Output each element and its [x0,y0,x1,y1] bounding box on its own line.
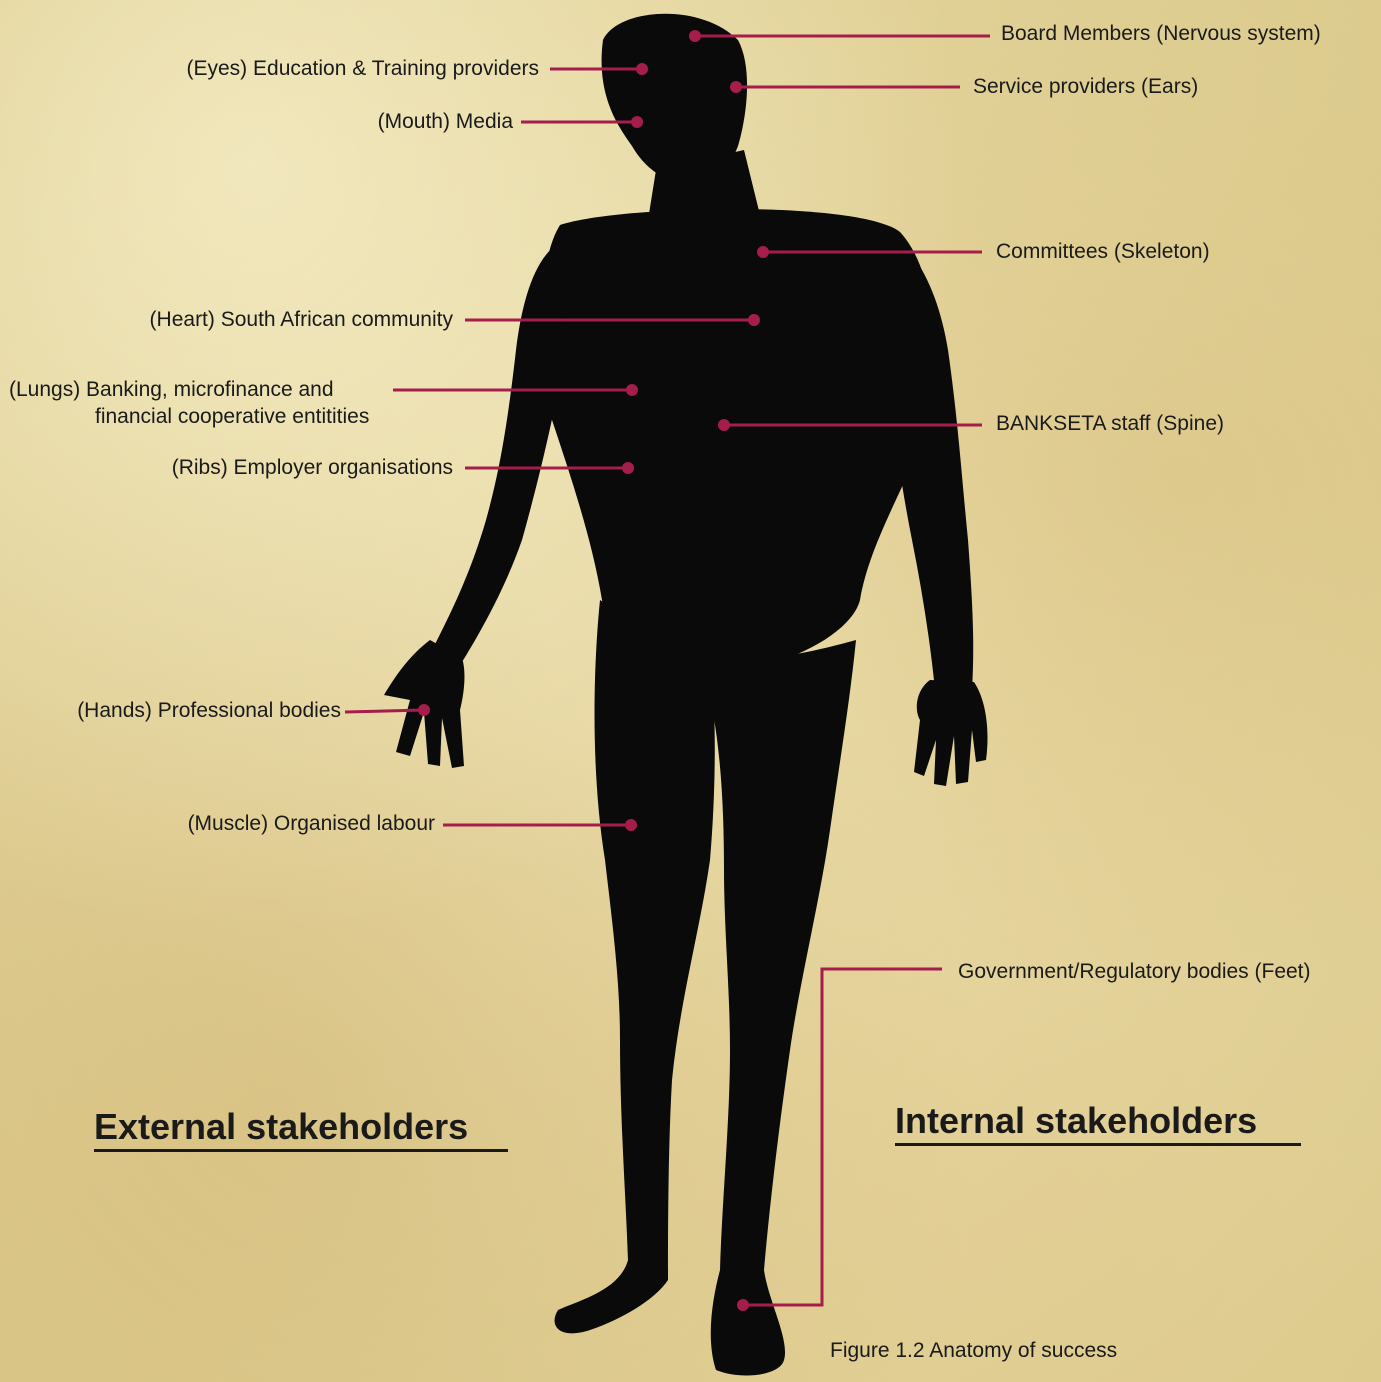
label-eyes: (Eyes) Education & Training providers [187,55,540,82]
label-muscle: (Muscle) Organised labour [188,810,435,837]
underline-external [94,1149,508,1152]
dot-eyes [636,63,648,75]
heading-external-stakeholders: External stakeholders [94,1107,468,1147]
dot-heart [748,314,760,326]
label-ribs: (Ribs) Employer organisations [172,454,453,481]
underline-internal [895,1143,1301,1146]
left-hand-shape [384,640,464,768]
dot-hands [418,704,430,716]
label-heart: (Heart) South African community [150,306,453,333]
label-spine: BANKSETA staff (Spine) [996,410,1224,437]
dot-spine [718,419,730,431]
leader-hands [345,710,424,712]
dot-board-members [689,30,701,42]
dot-mouth [631,116,643,128]
dot-lungs [626,384,638,396]
right-hand-shape [914,680,988,786]
label-lungs-line1: (Lungs) Banking, microfinance and [9,376,334,403]
figure-caption: Figure 1.2 Anatomy of success [830,1339,1117,1363]
left-arm-shape [432,240,566,662]
label-committees: Committees (Skeleton) [996,238,1210,265]
dot-feet [737,1299,749,1311]
left-leg-shape [555,600,715,1333]
label-feet: Government/Regulatory bodies (Feet) [958,958,1311,985]
dot-muscle [625,819,637,831]
dot-committees [757,246,769,258]
right-leg-shape [700,640,856,1375]
dot-ears [730,81,742,93]
label-ears: Service providers (Ears) [973,73,1198,100]
dot-ribs [622,462,634,474]
label-mouth: (Mouth) Media [378,108,513,135]
label-lungs-line2: financial cooperative entitities [95,403,369,430]
human-silhouette [384,14,988,1376]
heading-internal-stakeholders: Internal stakeholders [895,1101,1257,1141]
label-board-members: Board Members (Nervous system) [1001,20,1321,47]
label-hands: (Hands) Professional bodies [77,697,341,724]
